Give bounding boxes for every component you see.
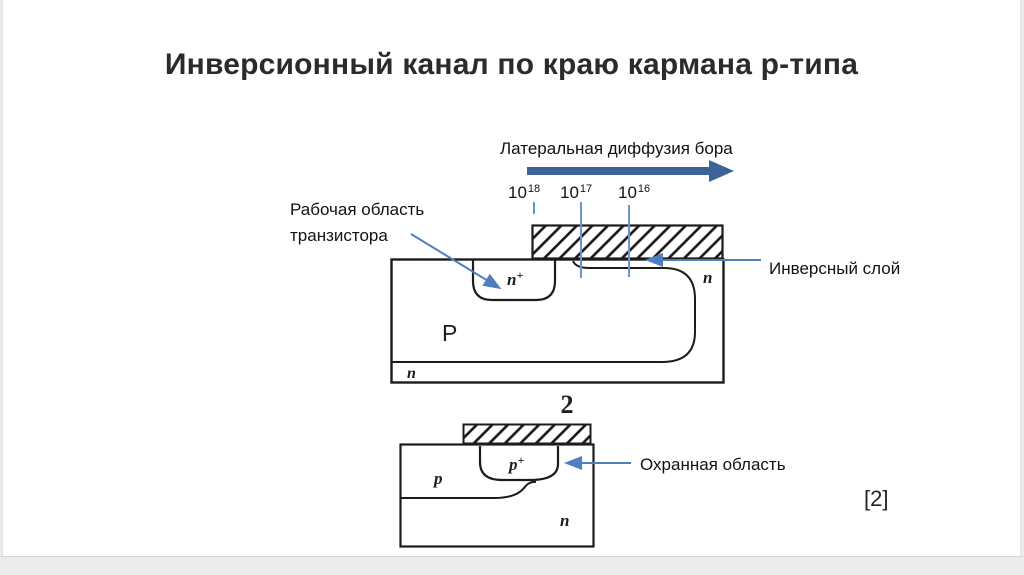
guard-region-figure: p+ p n bbox=[399, 423, 595, 548]
conc-exp: 17 bbox=[579, 183, 593, 195]
oxide-hatch-region bbox=[531, 224, 724, 260]
n-region-label: n bbox=[560, 511, 569, 530]
working-region-arrow-icon bbox=[410, 233, 502, 290]
conc-base: 10 bbox=[560, 183, 579, 202]
conc-exp: 16 bbox=[637, 183, 651, 195]
lateral-diffusion-label: Латеральная диффузия бора bbox=[500, 139, 733, 158]
figure-number: 2 bbox=[560, 390, 574, 419]
working-region-line1: Рабочая область bbox=[290, 200, 425, 219]
slide-title: Инверсионный канал по краю кармана p-тип… bbox=[164, 48, 859, 81]
slide-canvas: Инверсионный канал по краю кармана p-тип… bbox=[2, 0, 1021, 556]
concentration-label-1e17: 1017 bbox=[560, 180, 593, 208]
concentration-tick-1e17 bbox=[580, 202, 582, 278]
conc-exp: 18 bbox=[527, 183, 541, 195]
reference-label: [2] bbox=[864, 486, 889, 511]
p-well-label: P bbox=[442, 320, 457, 346]
guard-region-label: Охранная область bbox=[640, 455, 786, 474]
conc-base: 10 bbox=[508, 183, 527, 202]
concentration-label-1e18: 1018 bbox=[508, 180, 541, 208]
lateral-diffusion-arrow-icon bbox=[527, 160, 734, 182]
concentration-label-1e16: 1016 bbox=[618, 180, 651, 208]
working-region-label: Рабочая область транзистора bbox=[290, 197, 424, 249]
n-plus-label: n+ bbox=[507, 268, 523, 289]
conc-base: 10 bbox=[618, 183, 637, 202]
p-plus-region-outline bbox=[478, 446, 560, 482]
oxide-hatch-region bbox=[462, 423, 592, 445]
die-outline bbox=[399, 443, 595, 548]
transistor-cross-section-figure: n+ P n n bbox=[390, 224, 725, 384]
p-plus-label: p+ bbox=[507, 453, 525, 474]
p-well-boundary bbox=[392, 260, 696, 363]
working-region-line2: транзистора bbox=[290, 226, 388, 245]
inversion-layer-label: Инверсный слой bbox=[769, 259, 901, 278]
n-plus-region-outline bbox=[471, 260, 557, 302]
concentration-tick-1e16 bbox=[628, 205, 630, 277]
guard-region-arrow-icon bbox=[564, 456, 631, 470]
workspace-background bbox=[0, 556, 1024, 575]
concentration-tick-1e18 bbox=[533, 202, 535, 214]
die-outline bbox=[390, 258, 725, 384]
p-layer-label: p bbox=[432, 469, 443, 488]
n-epi-label: n bbox=[703, 268, 712, 287]
p-layer-boundary bbox=[401, 480, 537, 499]
n-substrate-label: n bbox=[407, 365, 416, 382]
inversion-layer-arrow-icon bbox=[645, 253, 761, 267]
